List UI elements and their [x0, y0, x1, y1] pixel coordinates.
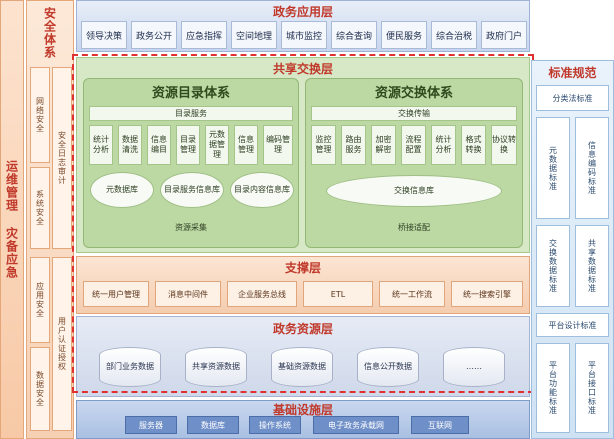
- resource-db-more: ……: [443, 347, 505, 387]
- gov-app-query: 综合查询: [331, 21, 377, 49]
- security-title: 安全体系: [42, 7, 57, 59]
- std-info-coding: 信息编码标准: [575, 117, 609, 219]
- gov-app-monitor: 城市监控: [281, 21, 327, 49]
- exchange-tool-monitor: 监控管理: [311, 125, 336, 165]
- catalog-db-content: 目录内容信息库: [230, 172, 294, 208]
- support-layer: 支撑层 统一用户管理 消息中间件 企业服务总线 ETL 统一工作流 统一搜索引擎: [76, 256, 530, 314]
- gov-app-portal: 政府门户: [481, 21, 527, 49]
- security-title-box: 安全体系: [27, 5, 73, 61]
- infra-item-database: 数据库: [187, 416, 239, 434]
- infrastructure-layer: 基础设施层 服务器 数据库 操作系统 电子政务承载网 互联网: [76, 400, 530, 439]
- std-shared-data: 共享数据标准: [575, 225, 609, 307]
- gov-app-layer: 政务应用层 领导决策 政务公开 应急指挥 空间地理 城市监控 综合查询 便民服务…: [76, 0, 530, 52]
- support-item-etl: ETL: [303, 281, 373, 307]
- catalog-tool-metadata: 元数据管理: [205, 125, 229, 165]
- gov-app-service: 便民服务: [381, 21, 427, 49]
- exchange-db: 交换信息库: [326, 175, 502, 207]
- exchange-bridge: 桥接适配: [398, 222, 430, 232]
- share-exchange-layer: 共享交换层 资源目录体系 目录服务 统计分析 数据清洗 信息编目 目录管理 元数…: [76, 57, 530, 253]
- security-item-network: 网络安全: [30, 67, 50, 163]
- gov-app-geo: 空间地理: [231, 21, 277, 49]
- gov-app-tax: 综合治税: [431, 21, 477, 49]
- ops-column: 运维管理 灾备应急: [0, 0, 24, 439]
- gov-layer-title: 政务应用层: [272, 4, 333, 19]
- std-classification: 分类法标准: [536, 85, 609, 111]
- gov-app-emergency: 应急指挥: [181, 21, 227, 49]
- ops-label: 运维管理 灾备应急: [4, 160, 19, 279]
- infrastructure-layer-title: 基础设施层: [272, 402, 333, 417]
- catalog-tool-infomgmt: 信息管理: [234, 125, 258, 165]
- support-item-search: 统一搜索引擎: [451, 281, 523, 307]
- std-platform-function: 平台功能标准: [536, 343, 570, 433]
- infra-item-internet: 互联网: [411, 416, 469, 434]
- resource-db-dept: 部门业务数据: [99, 347, 161, 387]
- standards-column: 标准规范 分类法标准 元数据标准 信息编码标准 交换数据标准 共享数据标准 平台…: [531, 60, 614, 439]
- catalog-db-metadata: 元数据库: [90, 172, 154, 208]
- security-column: 安全体系 网络安全 系统安全 应用安全 数据安全 安全日志审计 用户认证授权: [26, 0, 74, 439]
- standards-title: 标准规范: [548, 65, 597, 80]
- std-platform-design: 平台设计标准: [536, 313, 609, 337]
- catalog-tool-stats: 统计分析: [89, 125, 113, 165]
- catalog-service-bar: 目录服务: [89, 106, 293, 121]
- catalog-tool-dirmgmt: 目录管理: [176, 125, 200, 165]
- support-layer-title: 支撑层: [284, 260, 321, 275]
- gov-app-disclosure: 政务公开: [131, 21, 177, 49]
- catalog-tool-code: 编码管理: [263, 125, 293, 165]
- infra-item-server: 服务器: [125, 416, 177, 434]
- share-layer-title: 共享交换层: [272, 61, 333, 76]
- exchange-tool-format: 格式转换: [461, 125, 486, 165]
- infra-item-egov-network: 电子政务承载网: [313, 416, 399, 434]
- exchange-tool-flow: 流程配置: [401, 125, 426, 165]
- exchange-tool-protocol: 协议转换: [491, 125, 517, 165]
- security-item-auth: 用户认证授权: [52, 257, 72, 431]
- catalog-title: 资源目录体系: [151, 85, 230, 101]
- support-item-mq: 消息中间件: [155, 281, 221, 307]
- support-item-workflow: 统一工作流: [379, 281, 445, 307]
- infra-item-os: 操作系统: [249, 416, 301, 434]
- catalog-db-service: 目录服务信息库: [160, 172, 224, 208]
- resource-db-shared: 共享资源数据: [185, 347, 247, 387]
- exchange-transfer-bar: 交换传输: [311, 106, 517, 121]
- security-item-system: 系统安全: [30, 167, 50, 249]
- gov-app-leadership: 领导决策: [81, 21, 127, 49]
- security-item-audit: 安全日志审计: [52, 67, 72, 249]
- resource-layer-title: 政务资源层: [272, 321, 333, 336]
- security-item-data: 数据安全: [30, 347, 50, 431]
- std-metadata: 元数据标准: [536, 117, 570, 219]
- support-item-esb: 企业服务总线: [227, 281, 297, 307]
- std-platform-interface: 平台接口标准: [575, 343, 609, 433]
- resource-db-base: 基础资源数据: [271, 347, 333, 387]
- exchange-title: 资源交换体系: [374, 85, 453, 101]
- exchange-tool-stats: 统计分析: [431, 125, 456, 165]
- resource-layer: 政务资源层 部门业务数据 共享资源数据 基础资源数据 信息公开数据 ……: [76, 316, 530, 397]
- catalog-tool-catalog: 信息编目: [147, 125, 171, 165]
- catalog-tool-clean: 数据清洗: [118, 125, 142, 165]
- std-exchange-data: 交换数据标准: [536, 225, 570, 307]
- catalog-panel: 资源目录体系 目录服务 统计分析 数据清洗 信息编目 目录管理 元数据管理 信息…: [83, 78, 299, 248]
- exchange-panel: 资源交换体系 交换传输 监控管理 路由服务 加密解密 流程配置 统计分析 格式转…: [305, 78, 523, 248]
- exchange-tool-route: 路由服务: [341, 125, 366, 165]
- security-item-application: 应用安全: [30, 257, 50, 343]
- catalog-collect: 资源采集: [175, 222, 207, 232]
- exchange-tool-crypto: 加密解密: [371, 125, 396, 165]
- support-item-user: 统一用户管理: [83, 281, 149, 307]
- resource-db-public: 信息公开数据: [357, 347, 419, 387]
